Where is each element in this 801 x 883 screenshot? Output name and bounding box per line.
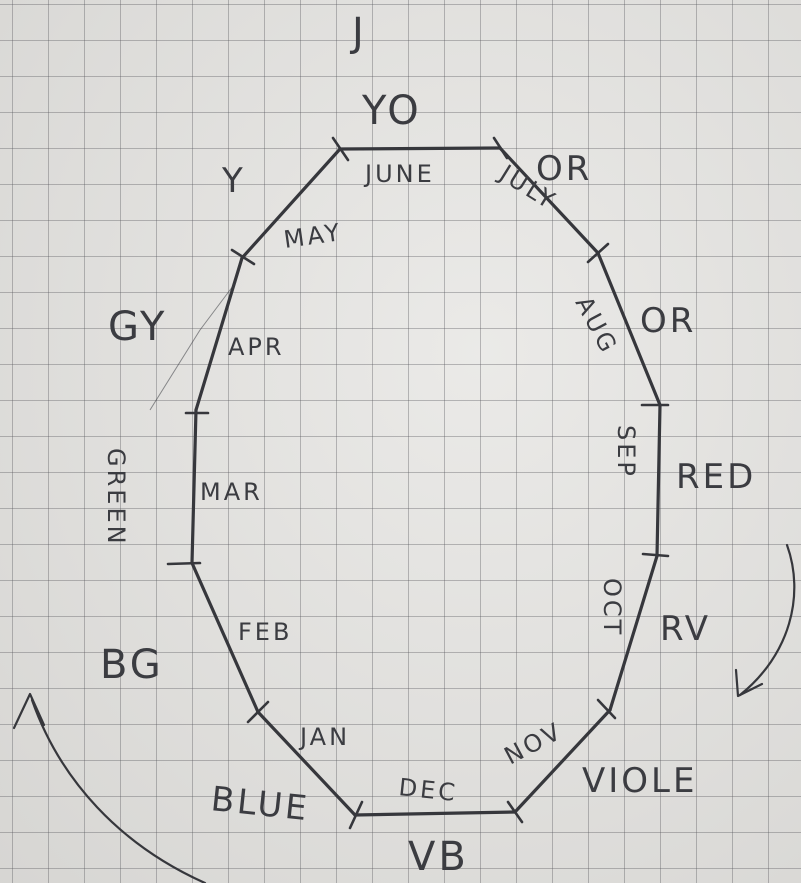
color-label-bg: BG bbox=[100, 642, 164, 688]
month-label-may: MAY bbox=[282, 218, 344, 254]
edge-nov bbox=[513, 708, 612, 814]
color-label-gy: GY bbox=[108, 304, 167, 350]
month-label-mar: MAR bbox=[200, 478, 263, 506]
month-label-feb: FEB bbox=[238, 618, 292, 646]
month-label-june: JUNE bbox=[363, 160, 435, 188]
tick-mark bbox=[246, 700, 270, 724]
edge-aug bbox=[596, 251, 662, 407]
counterclockwise-arrow bbox=[30, 698, 207, 883]
tick-mark bbox=[506, 800, 524, 824]
tick-mark bbox=[230, 248, 256, 266]
month-label-aug: AUG bbox=[570, 292, 624, 360]
color-label-y: Y bbox=[221, 161, 246, 201]
edge-dec bbox=[353, 810, 517, 817]
clockwise-arrow bbox=[738, 543, 796, 697]
color-labels: YO OR OR RED RV VIOLE VB BLUE BG GREEN G… bbox=[100, 88, 756, 880]
vertex-ticks bbox=[166, 136, 670, 830]
edge-jan bbox=[256, 710, 357, 817]
color-label-red: RED bbox=[676, 457, 756, 497]
month-label-oct: OCT bbox=[598, 578, 626, 637]
edge-oct bbox=[608, 554, 659, 712]
edge-june bbox=[338, 146, 502, 151]
color-label-blue: BLUE bbox=[209, 779, 312, 829]
month-label-jan: JAN bbox=[298, 723, 350, 751]
color-label-or-upper: OR bbox=[536, 149, 592, 189]
month-label-sep: SEP bbox=[612, 425, 640, 479]
top-label: J bbox=[349, 10, 367, 56]
edge-sep bbox=[655, 403, 662, 558]
edge-feb bbox=[190, 561, 260, 714]
tick-mark bbox=[492, 136, 509, 160]
month-polygon bbox=[149, 146, 662, 817]
month-label-dec: DEC bbox=[397, 773, 459, 807]
color-label-vb: VB bbox=[408, 834, 469, 880]
color-label-yo: YO bbox=[361, 88, 422, 134]
tick-mark bbox=[586, 242, 610, 264]
color-label-violet: VIOLE bbox=[582, 761, 697, 801]
edge-apr bbox=[194, 256, 244, 412]
color-label-green: GREEN bbox=[102, 448, 130, 547]
tick-mark bbox=[331, 136, 350, 162]
month-label-nov: NOV bbox=[500, 717, 568, 771]
faint-sketch-line bbox=[149, 281, 237, 411]
color-label-rv: RV bbox=[660, 609, 711, 649]
counterclockwise-arrowhead bbox=[12, 692, 46, 730]
tick-mark bbox=[166, 561, 202, 566]
edge-mar bbox=[190, 408, 198, 565]
edge-may bbox=[240, 147, 342, 260]
tick-mark bbox=[348, 800, 364, 830]
month-label-apr: APR bbox=[228, 333, 285, 361]
tick-mark bbox=[641, 552, 670, 558]
rotation-arrows bbox=[12, 543, 796, 883]
tick-mark bbox=[596, 698, 617, 720]
clockwise-arrowhead bbox=[734, 668, 764, 698]
edge-july bbox=[498, 146, 600, 255]
month-labels: JUNE JULY AUG SEP OCT NOV DEC JAN FEB MA… bbox=[200, 158, 640, 807]
color-label-or-lower: OR bbox=[640, 301, 696, 341]
